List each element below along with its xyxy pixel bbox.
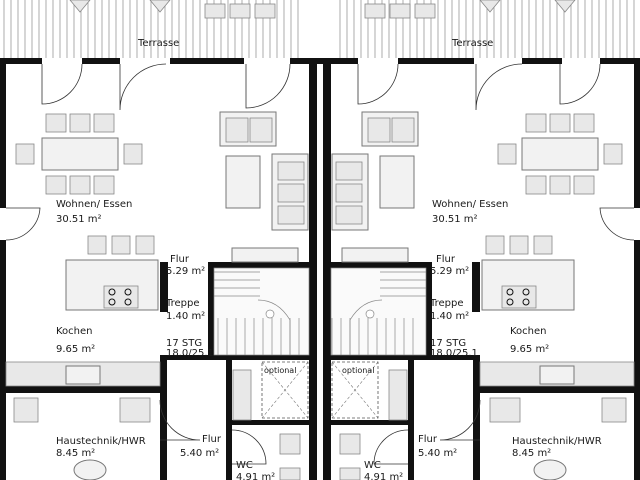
left-living-area: 30.51 m² [56, 214, 102, 225]
right-optional-shower [331, 361, 379, 419]
terrace-deck [0, 0, 640, 58]
right-furniture [331, 111, 635, 480]
right-optional-label: optional [342, 366, 374, 375]
left-tech-name: Haustechnik/HWR [56, 436, 146, 447]
left-kitchen-name: Kochen [56, 326, 93, 337]
right-flur2-name: Flur [418, 434, 438, 445]
right-stg-line1: 17 STG [430, 338, 466, 349]
left-kitchen-area: 9.65 m² [56, 344, 95, 355]
right-flur1-area: 5.29 m² [430, 266, 469, 277]
left-furniture [5, 111, 309, 480]
left-optional-shower [261, 361, 309, 419]
left-stair [213, 267, 310, 356]
right-tech-area: 8.45 m² [512, 448, 551, 459]
left-tech-area: 8.45 m² [56, 448, 95, 459]
left-flur2-area: 5.40 m² [180, 448, 219, 459]
walls [0, 58, 640, 480]
right-tech-name: Haustechnik/HWR [512, 436, 602, 447]
left-flur2-name: Flur [202, 434, 222, 445]
right-flur1-name: Flur [436, 254, 456, 265]
left-terrace-label: Terrasse [137, 38, 179, 49]
left-flur1-area: 5.29 m² [166, 266, 205, 277]
right-living-name: Wohnen/ Essen [432, 199, 508, 210]
left-wc-area: 4.91 m² [236, 472, 275, 480]
right-wc-area: 4.91 m² [364, 472, 403, 480]
right-kitchen-name: Kochen [510, 326, 547, 337]
left-flur1-name: Flur [170, 254, 190, 265]
right-living-area: 30.51 m² [432, 214, 478, 225]
right-stair [330, 267, 427, 356]
left-stg-line2: 18.0/25.1 [166, 348, 214, 359]
left-optional-label: optional [264, 366, 296, 375]
doors [5, 63, 635, 465]
right-flur2-area: 5.40 m² [418, 448, 457, 459]
right-treppe-name: Treppe [429, 298, 464, 309]
right-stg-line2: 18.0/25.1 [430, 348, 478, 359]
left-treppe-name: Treppe [165, 298, 200, 309]
right-treppe-area: 1.40 m² [430, 311, 469, 322]
right-kitchen-area: 9.65 m² [510, 344, 549, 355]
left-treppe-area: 1.40 m² [166, 311, 205, 322]
left-stg-line1: 17 STG [166, 338, 202, 349]
left-living-name: Wohnen/ Essen [56, 199, 132, 210]
left-wc-name: WC [236, 460, 253, 471]
right-wc-name: WC [364, 460, 381, 471]
right-terrace-label: Terrasse [451, 38, 493, 49]
